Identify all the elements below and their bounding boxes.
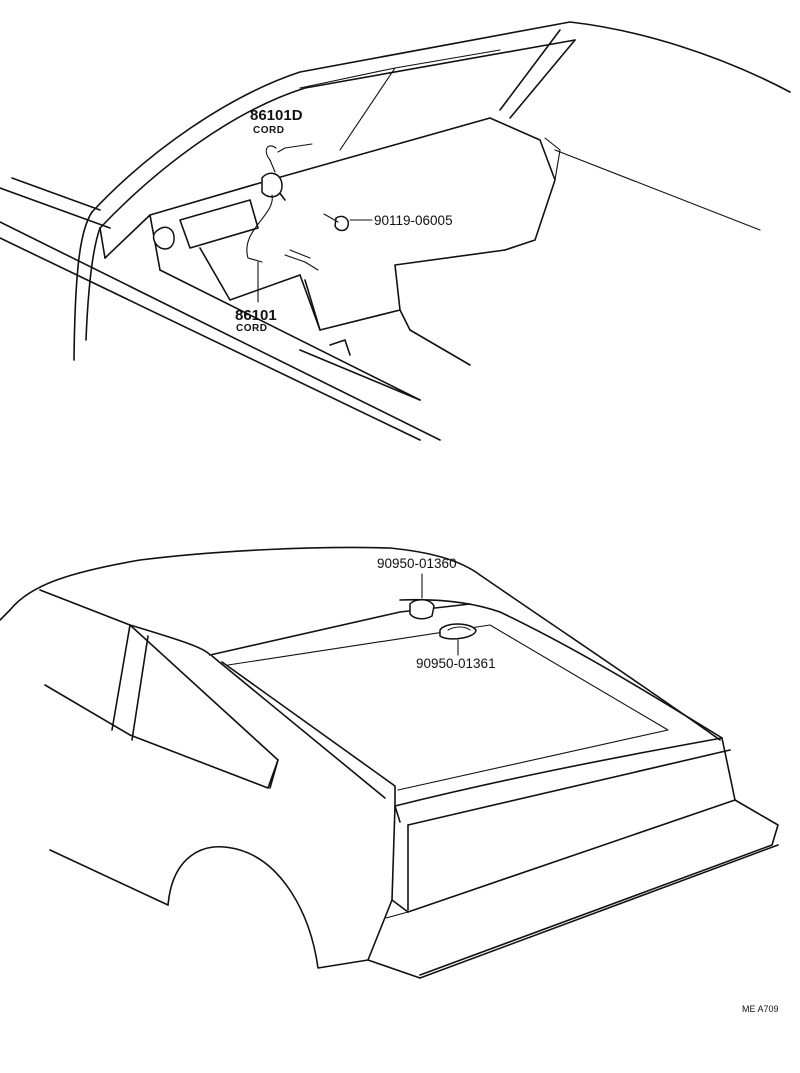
callout-86101-name: CORD xyxy=(236,323,267,334)
bottom-view-car xyxy=(0,546,779,979)
figure-code: ME A709 xyxy=(742,1004,779,1014)
callout-86101d-name: CORD xyxy=(253,125,284,136)
callout-90950-01361-number: 90950-01361 xyxy=(416,656,496,671)
bottom-view-labels: 90950-01360 90950-01361 xyxy=(377,556,496,671)
callout-90950-01360-number: 90950-01360 xyxy=(377,556,457,571)
callout-90119-06005-number: 90119-06005 xyxy=(374,213,453,228)
top-view-leaders xyxy=(257,143,373,303)
callout-86101d-number: 86101D xyxy=(250,107,303,124)
top-view-labels: 86101D CORD 90119-06005 86101 CORD xyxy=(235,107,453,334)
bottom-view-leaders xyxy=(421,573,459,656)
top-view-interior xyxy=(0,21,791,441)
callout-86101-number: 86101 xyxy=(235,307,277,324)
